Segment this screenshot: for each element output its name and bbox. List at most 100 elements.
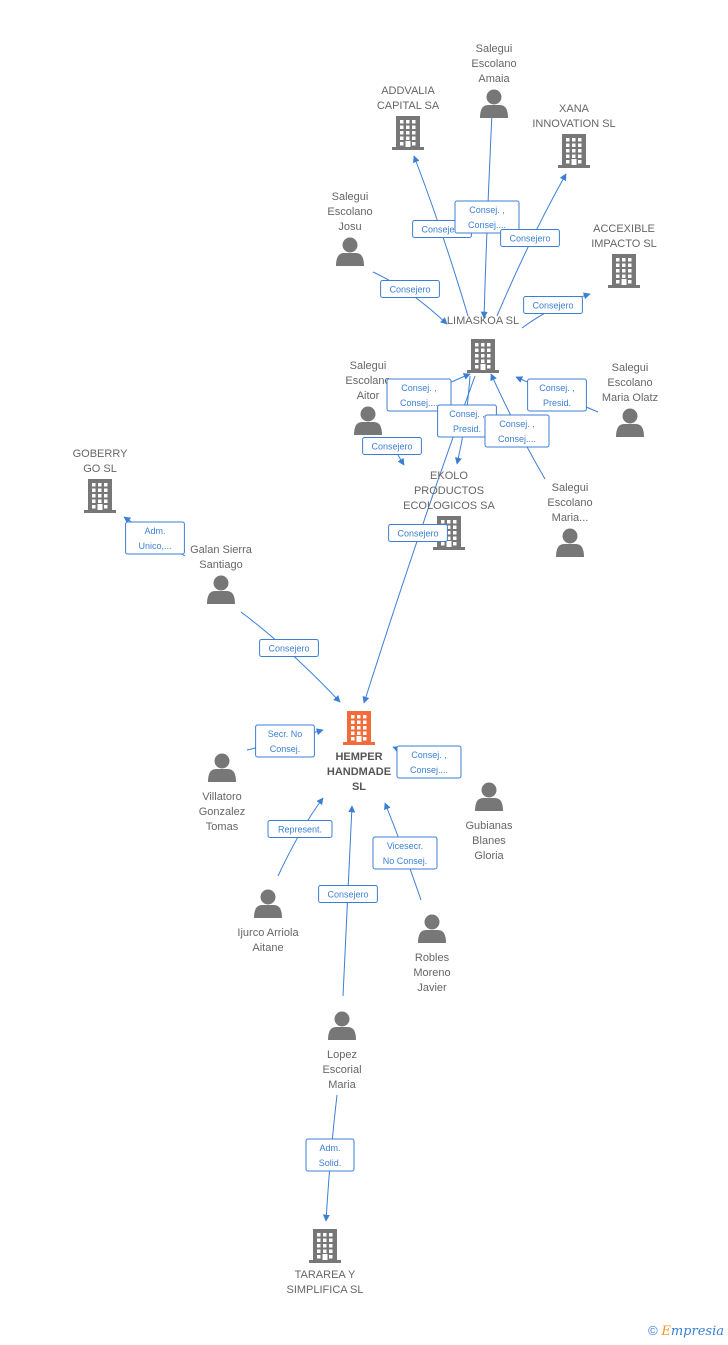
edge-label-aitor-limaskoa[interactable]: Consej. , Consej.... [386,378,452,412]
node-label: SIMPLIFICA SL [286,1284,363,1296]
node-label: Tomas [206,821,239,833]
edge-label-text: Consej.... [400,398,438,408]
node-label: Salegui [552,482,589,494]
edge-label-limaskoa-hemper[interactable]: Consejero [388,524,448,542]
edge-label-text: Consejero [509,234,550,244]
node-label: Amaia [478,73,510,85]
node-label: Gloria [474,850,504,862]
building-icon [343,711,375,745]
person-icon [475,782,503,811]
copyright-symbol: © [648,1323,658,1338]
edge-label-galan-goberry[interactable]: Adm. Unico,... [125,521,185,555]
edge-label-text: Consej.... [498,434,536,444]
person-icon [616,408,644,437]
node-label: Santiago [199,559,242,571]
node-label: IMPACTO SL [591,238,657,250]
building-icon [433,516,465,550]
edge-label-text: Adm. [144,526,165,536]
node-label: Salegui [350,360,387,372]
brand-logo: Empresia [661,1324,724,1339]
node-label: GOBERRY [73,448,128,460]
edge-label-text: Unico,... [138,541,171,551]
node-label: Escolano [327,206,372,218]
node-label: ACCEXIBLE [593,223,655,235]
building-icon [558,134,590,168]
edge-label-text: No Consej. [383,856,428,866]
node-label: Galan Sierra [190,544,253,556]
node-label: Escolano [471,58,516,70]
edge-label-villatoro-hemper[interactable]: Secr. No Consej. [255,724,315,758]
node-label: INNOVATION SL [532,118,615,130]
edge-label-limaskoa-ekolo[interactable]: Consej. , Presid. [437,404,497,438]
edge-label-text: Consej. [270,744,301,754]
node-label: Josu [338,221,361,233]
edge-label-aitor-ekolo[interactable]: Consejero [362,437,422,455]
edge-label-robles-hemper[interactable]: Vicesecr.No Consej. [372,836,438,870]
edge-label-text: Consej. , [469,205,505,215]
building-icon [84,479,116,513]
edge-label-text: Consejero [397,529,438,539]
edge-label-text: Consej. , [401,383,437,393]
edge-label-olatz-limaskoa[interactable]: Consej. ,Presid. [527,378,587,412]
edge-label-text: Consejero [421,225,462,235]
edge-label-lopez-hemper[interactable]: Consejero [318,885,378,903]
node-label: ECOLOGICOS SA [403,500,495,512]
person-icon [418,914,446,943]
edge-label-text: Consejero [268,644,309,654]
node-accexible[interactable]: ACCEXIBLE IMPACTO SL [591,223,657,288]
edge-label-text: Consejero [389,285,430,295]
person-icon [208,753,236,782]
footer-brand: © Empresia [648,1323,724,1339]
edge-label-text: Consej. , [449,409,485,419]
node-label: Maria... [552,512,589,524]
edge-label-amaia-limaskoa[interactable]: Consej. , Consej.... [454,200,520,234]
edge-label-lopez-tararea[interactable]: Adm.Solid. [305,1138,355,1172]
person-icon [328,1011,356,1040]
brand-rest: mpresia [670,1324,724,1339]
edge-label-ijurco-hemper[interactable]: Represent. [267,820,333,838]
edge-label-limaskoa-xana[interactable]: Consejero [500,229,560,247]
node-limaskoa[interactable]: LIMASKOA SL [447,315,519,373]
node-label: Maria [328,1079,356,1091]
node-label: Salegui [612,362,649,374]
edge-label-gubianas-hemper[interactable]: Consej. ,Consej.... [396,745,462,779]
edge-label-text: Consej. , [499,419,535,429]
node-label: Escolano [345,375,390,387]
building-icon [309,1229,341,1263]
node-label: CAPITAL SA [377,100,440,112]
node-label: HEMPER [335,751,382,763]
person-icon [480,89,508,118]
edge-label-mariadots-limaskoa[interactable]: Consej. , Consej.... [484,414,550,448]
edge-label-text: Secr. No [268,729,303,739]
edge-label-text: Presid. [453,424,481,434]
edge-label-galan-hemper[interactable]: Consejero [259,639,319,657]
edge-label-text: Consej.... [468,220,506,230]
node-label: Javier [417,982,447,994]
node-label: HANDMADE [327,766,391,778]
edges-layer [123,112,599,1222]
node-mariadots[interactable]: SaleguiEscolanoMaria... [547,482,593,557]
edge-label-limaskoa-accexible[interactable]: Consejero [523,296,583,314]
edge-label-text: Consej. , [411,750,447,760]
edge-label-text: Consej. , [539,383,575,393]
person-icon [354,406,382,435]
edge-label-josu-limaskoa[interactable]: Consejero [380,280,440,298]
